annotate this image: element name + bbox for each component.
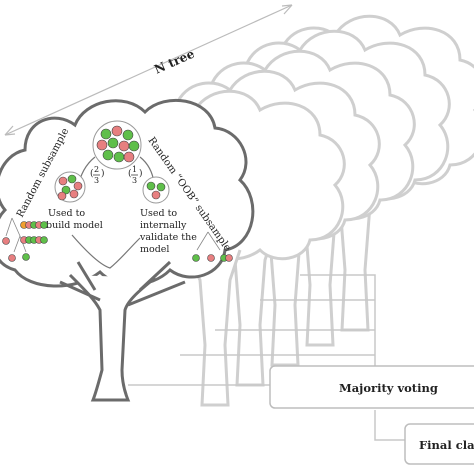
left-fraction-denominator: 3 [94,176,99,185]
right-fraction-denominator: 3 [132,176,137,185]
left-sample-row [20,221,48,244]
voting-connectors [128,274,405,441]
front-tree-trunk [68,273,156,402]
right-fraction-numerator: 1 [132,165,137,174]
right-caption-line-3: validate the [139,232,197,243]
right-subsample-cluster [142,176,170,204]
svg-text:): ) [139,168,143,179]
majority-voting-label: Majority voting [339,381,438,395]
right-mini-tree [196,231,221,251]
svg-text:(: ( [90,168,94,179]
right-caption-line-2: internally [140,220,187,231]
final-class-label: Final class [419,438,474,452]
left-mini-tree-nodes [2,237,30,262]
svg-text:(: ( [128,168,132,179]
majority-voting-box: Majority voting [269,365,474,409]
left-mini-tree [5,217,27,253]
left-subsample-cluster [54,171,86,203]
front-tree [0,98,255,402]
n-tree-arrow [4,4,293,136]
front-tree-branch-left [59,261,101,302]
left-fraction: ( 2 3 ) [90,165,105,185]
right-caption: Used to internally validate the model [139,208,200,255]
left-caption-line-2: build model [46,220,103,231]
sample-cluster [92,120,142,170]
svg-text:): ) [101,168,105,179]
right-fraction: ( 1 3 ) [128,165,143,185]
n-tree-label: N tree [152,46,197,76]
left-fraction-numerator: 2 [94,165,99,174]
left-caption-line-1: Used to [48,208,85,219]
final-class-box: Final class [404,423,474,465]
left-caption: Used to build model [46,208,103,231]
right-caption-line-4: model [140,244,169,255]
right-caption-line-1: Used to [140,208,177,219]
right-mini-tree-nodes [192,254,233,262]
front-tree-branch-right [127,260,186,307]
